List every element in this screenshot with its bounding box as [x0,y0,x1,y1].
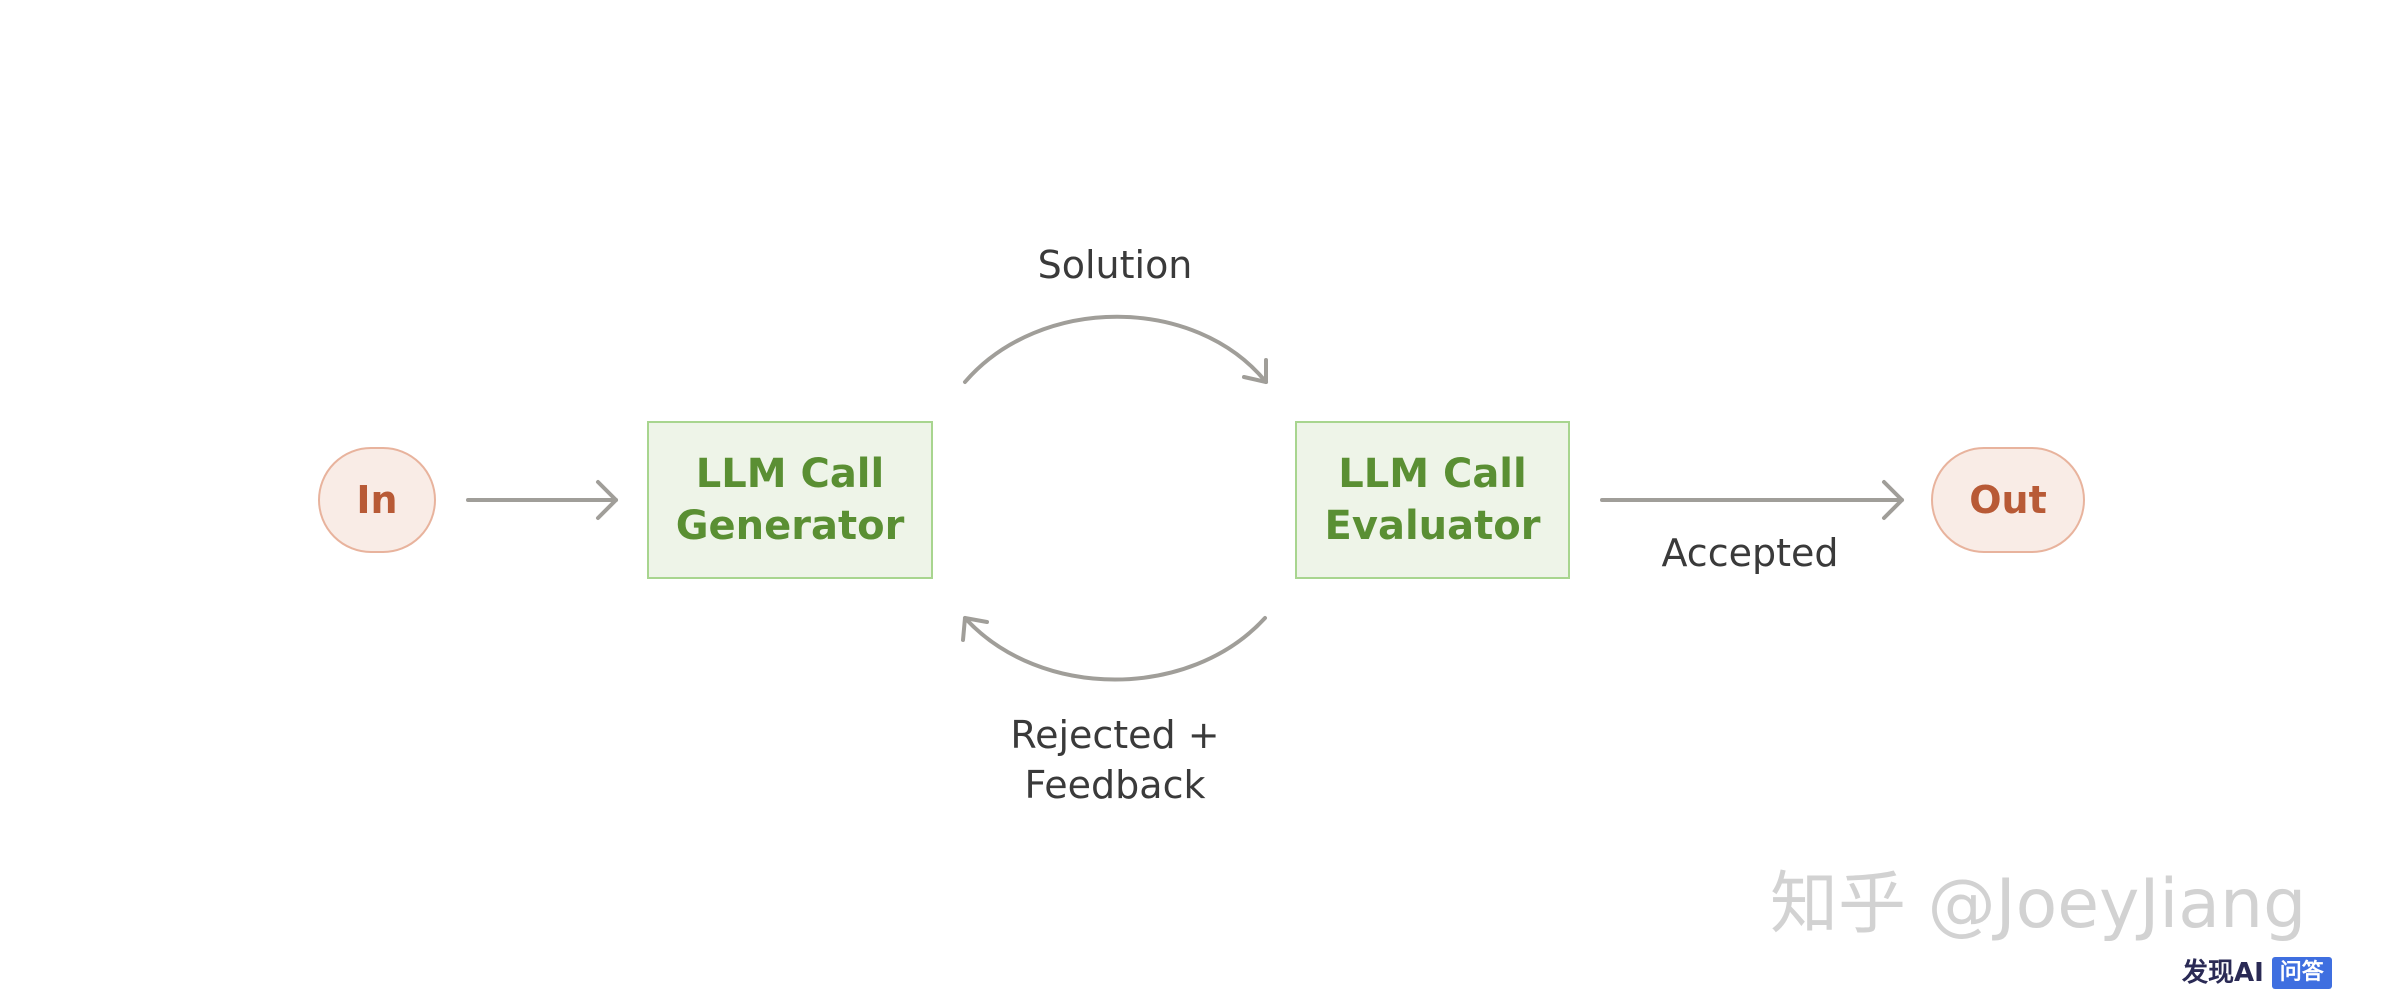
accepted-label: Accepted [1661,531,1839,575]
badge-tag: 问答 [2271,957,2332,989]
arrow-evaluator-to-out [1600,480,1904,520]
generator-node-role: Generator [675,503,905,549]
input-node-label: In [356,478,398,522]
arrow-solution [963,314,1268,384]
rejected-label-line2: Feedback [1024,763,1206,807]
rejected-feedback-label: Rejected + Feedback [985,710,1245,810]
evaluator-node-role: Evaluator [1324,503,1541,549]
generator-node-title: LLM Call [695,451,885,497]
generator-node: LLM Call Generator [647,421,933,579]
input-node: In [318,447,436,553]
solution-label: Solution [1037,243,1193,287]
evaluator-node: LLM Call Evaluator [1295,421,1570,579]
arrow-rejected-feedback [961,616,1267,682]
badge-logo: 发现AI [2182,958,2264,988]
arrow-in-to-generator [466,480,618,520]
evaluator-node-title: LLM Call [1338,451,1527,497]
watermark-text: 知乎 @JoeyJiang [1770,865,2307,944]
source-badge: 发现AI 问答 [2182,956,2332,990]
output-node-label: Out [1969,478,2047,522]
rejected-label-line1: Rejected + [1010,713,1220,757]
output-node: Out [1931,447,2085,553]
